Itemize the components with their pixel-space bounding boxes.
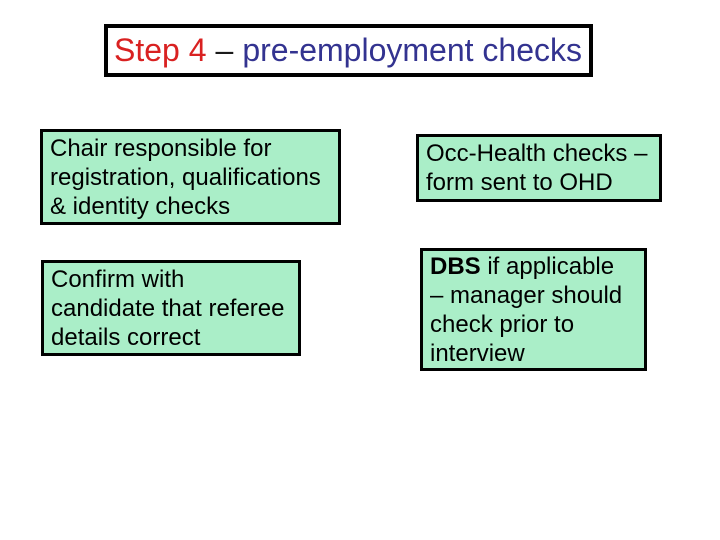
box-line: registration, qualifications	[50, 164, 321, 191]
title-step-text: Step 4	[114, 32, 207, 68]
slide-title-box: Step 4–pre-employment checks	[104, 24, 593, 77]
chair-responsibility-box: Chair responsible for registration, qual…	[40, 129, 341, 225]
box-line: interview	[430, 340, 525, 367]
box-line: Confirm with	[51, 266, 185, 293]
box-line: Occ-Health checks –	[426, 140, 648, 167]
box-line: DBS if applicable	[430, 252, 637, 281]
box-line: – manager should	[430, 282, 623, 309]
box-line: Chair responsible for	[50, 135, 272, 162]
box-line-rest: if applicable	[480, 253, 615, 280]
title-dash-text: –	[215, 32, 234, 68]
box-line: candidate that referee	[51, 295, 285, 322]
dbs-check-box: DBS if applicable – manager should check…	[420, 248, 647, 371]
confirm-referee-box: Confirm with candidate that referee deta…	[41, 260, 301, 356]
box-line: check prior to	[430, 311, 575, 338]
title-rest-text: pre-employment checks	[242, 32, 582, 68]
occ-health-box: Occ-Health checks – form sent to OHD	[416, 134, 662, 202]
box-line: form sent to OHD	[426, 169, 613, 196]
dbs-bold-text: DBS	[430, 253, 481, 280]
box-line: & identity checks	[50, 193, 231, 220]
box-line: details correct	[51, 324, 201, 351]
